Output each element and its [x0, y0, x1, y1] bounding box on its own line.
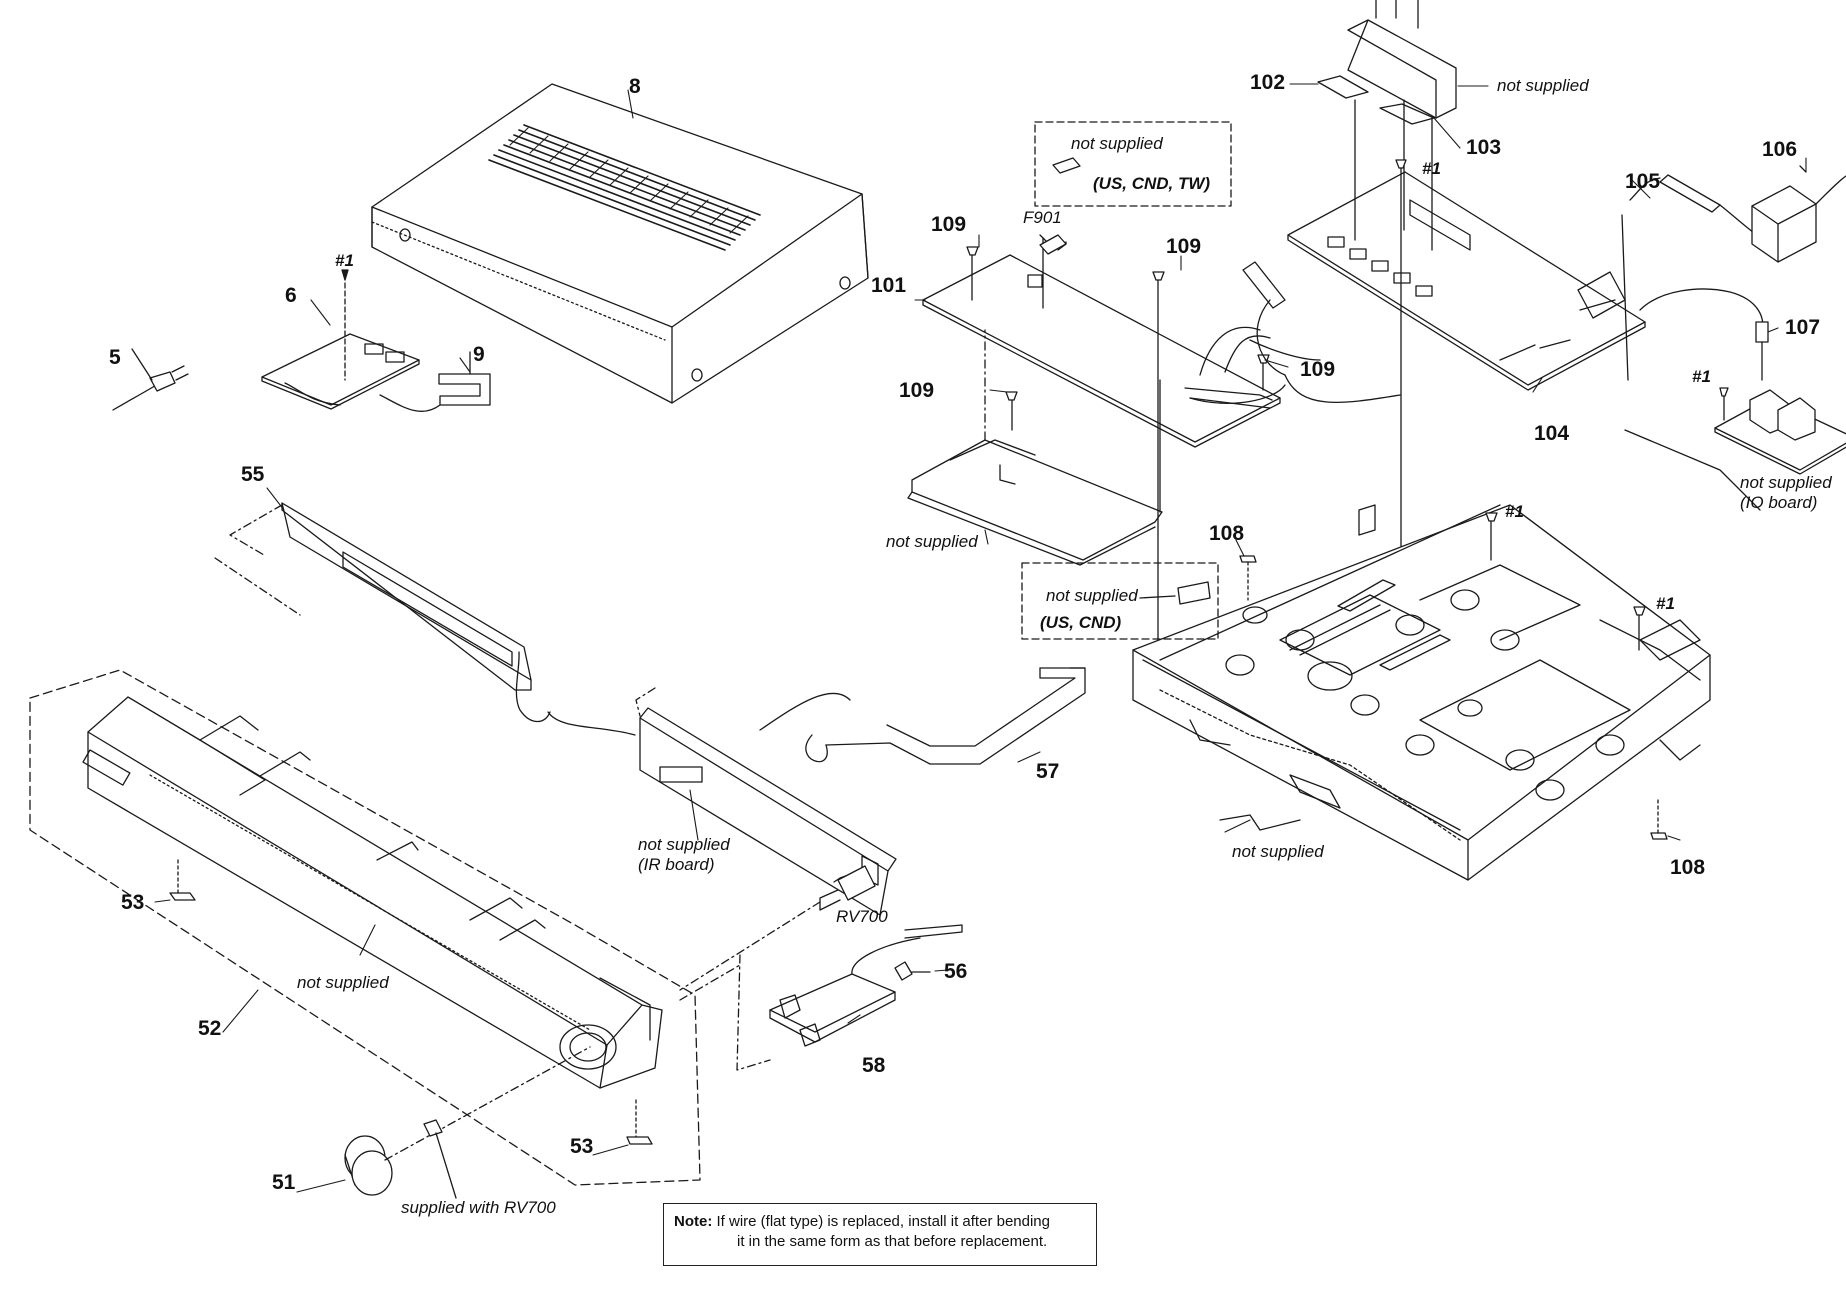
- note-line-1: If wire (flat type) is replaced, install…: [716, 1213, 1051, 1230]
- ribbon-cables-part: [1189, 261, 1401, 404]
- part-106: [1751, 165, 1846, 263]
- cable-to-107-part: [1639, 288, 1764, 331]
- label-hash1-a: #1: [335, 251, 354, 270]
- screw-h1d-part: [1633, 606, 1646, 651]
- label-not-supplied-top: not supplied: [1497, 76, 1589, 95]
- label-part-56: 56: [944, 960, 968, 983]
- foot-53a-part: [169, 859, 196, 901]
- label-hash1-e: #1: [1692, 367, 1711, 386]
- us-cnd-label-box: [1021, 562, 1219, 640]
- label-part-106: 106: [1762, 138, 1798, 161]
- board-6-part: [261, 269, 420, 410]
- label-part-108b: 108: [1670, 856, 1706, 879]
- label-io-board: (IO board): [1740, 493, 1818, 512]
- label-hash1-b: #1: [1422, 159, 1441, 178]
- label-hash1-d: #1: [1656, 594, 1675, 613]
- label-part-109a: 109: [931, 213, 967, 236]
- label-part-105: 105: [1625, 170, 1661, 193]
- f901-fuse-part: [1039, 234, 1067, 255]
- note-prefix: Note:: [674, 1213, 713, 1230]
- label-part-108a: 108: [1209, 522, 1245, 545]
- label-us-cnd-tw: (US, CND, TW): [1093, 174, 1211, 193]
- screw-109d-part: [1257, 354, 1270, 391]
- power-cord-part: [112, 348, 189, 411]
- label-part-57: 57: [1036, 760, 1060, 783]
- label-part-109c: 109: [899, 379, 935, 402]
- fuse-label-box: [1034, 121, 1232, 207]
- io-board-part: [1624, 387, 1846, 511]
- label-not-supplied-fuse: not supplied: [1071, 134, 1163, 153]
- screw-109b-part: [1152, 271, 1165, 666]
- label-not-supplied-chassis: not supplied: [1232, 842, 1324, 861]
- knob-51-part: [344, 1046, 591, 1196]
- nut-part: [423, 1119, 457, 1199]
- label-part-9: 9: [473, 343, 485, 366]
- foot-108a-part: [1239, 555, 1257, 601]
- note-line-2: it in the same form as that before repla…: [737, 1232, 1048, 1250]
- screw-109c-part: [1005, 391, 1018, 431]
- sheet-102-part: [1317, 75, 1369, 99]
- display-board-part: [214, 502, 636, 736]
- label-part-53a: 53: [121, 891, 145, 914]
- label-part-102: 102: [1250, 71, 1286, 94]
- label-part-8: 8: [629, 75, 641, 98]
- label-not-supplied-front: not supplied: [297, 973, 389, 992]
- label-part-6: 6: [285, 284, 297, 307]
- screw-56-part: [894, 961, 931, 981]
- label-hash1-c: #1: [1505, 502, 1524, 521]
- main-board-101-part: [922, 234, 1281, 448]
- screw-109a-part: [966, 246, 979, 301]
- label-part-104: 104: [1534, 422, 1570, 445]
- label-part-51: 51: [272, 1171, 296, 1194]
- front-panel-part: [29, 669, 701, 1186]
- chassis-part: [1132, 504, 1711, 881]
- label-part-103: 103: [1466, 136, 1502, 159]
- label-part-109b: 109: [1166, 235, 1202, 258]
- label-part-55: 55: [241, 463, 265, 486]
- connector-107-part: [1755, 321, 1769, 381]
- label-part-107: 107: [1785, 316, 1821, 339]
- cable-105-part: [1621, 174, 1791, 381]
- flat-cable-57-part: [759, 667, 1086, 765]
- label-part-101: 101: [871, 274, 907, 297]
- label-not-supplied-ir: not supplied: [638, 835, 730, 854]
- wire-9-part: [379, 351, 491, 412]
- bracket-58-part: [679, 924, 963, 1071]
- label-ir-board: (IR board): [638, 855, 715, 874]
- label-part-58: 58: [862, 1054, 886, 1077]
- label-not-supplied-label: not supplied: [1046, 586, 1138, 605]
- label-supplied-with-rv700: supplied with RV700: [401, 1198, 556, 1217]
- top-cover-part: [371, 83, 869, 404]
- foot-108b-part: [1650, 799, 1668, 840]
- label-part-52: 52: [198, 1017, 222, 1040]
- label-us-cnd: (US, CND): [1040, 613, 1122, 632]
- label-f901: F901: [1023, 208, 1062, 227]
- shield-plate-part: [907, 329, 1163, 566]
- leader-lines: [154, 83, 1807, 1193]
- foot-53b-part: [626, 1099, 653, 1145]
- rv700-part: [679, 865, 876, 991]
- screw-h1c-part: [1485, 512, 1498, 561]
- label-not-supplied-io: not supplied: [1740, 473, 1832, 492]
- holder-part: [1347, 0, 1457, 119]
- label-part-109d: 109: [1300, 358, 1336, 381]
- label-part-53b: 53: [570, 1135, 594, 1158]
- label-not-supplied-shield: not supplied: [886, 532, 978, 551]
- replacement-note: Note: If wire (flat type) is replaced, i…: [663, 1203, 1097, 1266]
- label-rv700: RV700: [836, 907, 888, 926]
- label-part-5: 5: [109, 346, 121, 369]
